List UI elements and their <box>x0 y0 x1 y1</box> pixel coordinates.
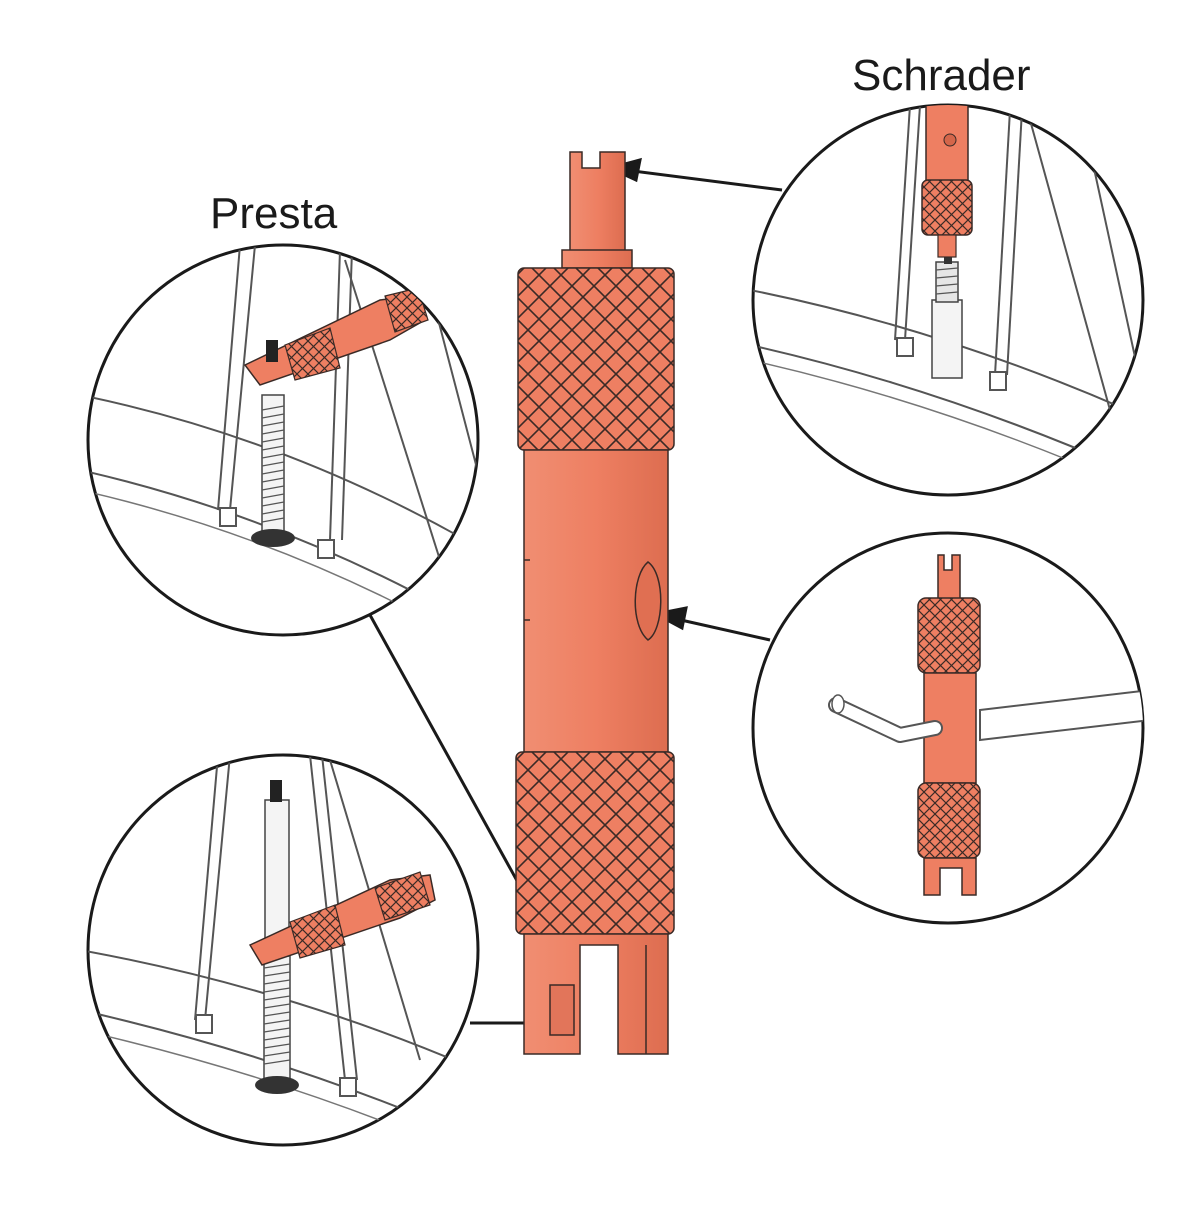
tool-top-tip <box>570 152 625 260</box>
schrader-valve-detail <box>750 100 1150 495</box>
arrow-spoke <box>672 618 770 640</box>
schrader-label: Schrader <box>852 54 1031 98</box>
valve-core-tool <box>516 152 674 1054</box>
tool-bottom-grip <box>516 752 674 934</box>
presta-valve-detail-bottom <box>80 755 500 1170</box>
spoke-hole-detail <box>753 533 1150 923</box>
arrow-schrader <box>625 170 782 190</box>
presta-valve-detail-top <box>80 245 500 660</box>
presta-label: Presta <box>210 192 337 236</box>
tool-top-grip <box>518 268 674 450</box>
